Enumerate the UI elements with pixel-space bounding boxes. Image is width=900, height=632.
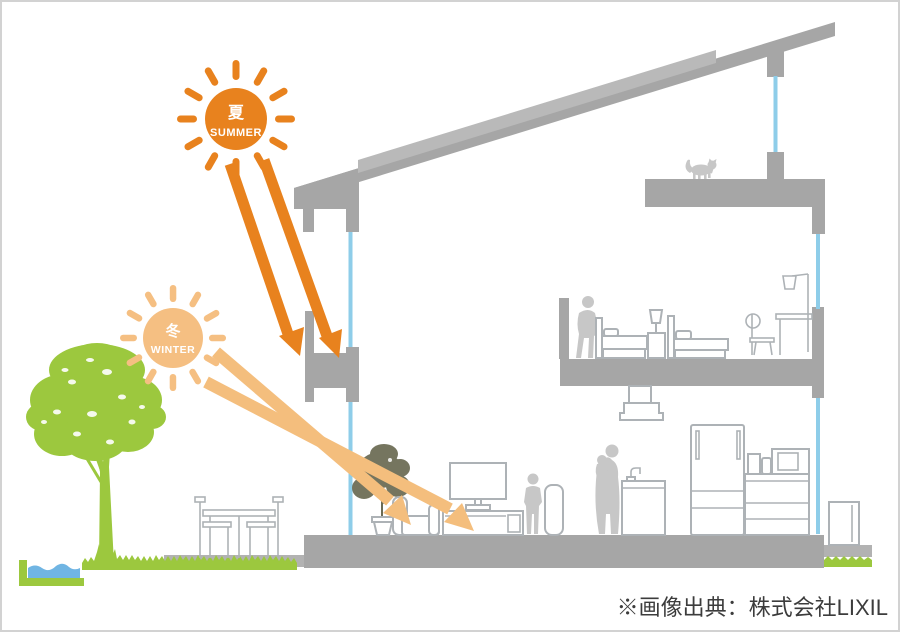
kitchen-island (621, 467, 666, 536)
eave-post-left (303, 207, 314, 232)
floor-lamp (782, 273, 809, 352)
balcony-wall-stub (767, 152, 784, 179)
roof-slab (294, 22, 835, 202)
winter-sun-disc (143, 308, 203, 368)
right-step (824, 545, 872, 557)
hood-duct (628, 385, 652, 404)
tv-screen (449, 462, 507, 500)
living-kitchen-furniture (352, 424, 860, 546)
canister (761, 457, 772, 475)
tree-texture-speckles (41, 358, 145, 445)
range-hood (619, 385, 664, 421)
tree-canopy (26, 343, 166, 461)
person-2f-silhouette (576, 296, 599, 358)
child-silhouette (524, 473, 542, 534)
winter-sun-rays (120, 285, 226, 391)
second-floor-slab (560, 359, 824, 386)
right-wall-1f-stub (812, 386, 824, 398)
tree-trunk (94, 436, 114, 564)
pond-rim (19, 560, 84, 586)
outdoor-table-set (194, 496, 284, 558)
outdoor-unit (828, 501, 860, 546)
second-floor-left-wall (559, 298, 569, 359)
eave-post-right (346, 207, 359, 232)
cat-silhouette (685, 158, 717, 179)
desk-2f (775, 313, 813, 355)
coffee-maker (747, 453, 761, 475)
balcony-right-end (812, 207, 825, 234)
refrigerator (690, 424, 745, 536)
winter-label: WINTER (151, 344, 195, 356)
summer-label: SUMMER (210, 127, 262, 139)
winter-kanji: 冬 (165, 322, 180, 340)
tv-board-box (507, 514, 521, 533)
kitchen-cabinet (744, 448, 810, 536)
tree (26, 343, 166, 564)
right-wall-2f (812, 307, 824, 387)
bed-double (667, 315, 729, 359)
house-structure (294, 22, 872, 568)
summer-kanji: 夏 (227, 104, 245, 122)
faucet (630, 467, 641, 481)
tv-base (465, 504, 491, 511)
winter-sun-arrows (203, 347, 474, 531)
summer-sun-arrows (224, 158, 342, 358)
armchair (544, 484, 564, 536)
mid-eave-shade (305, 311, 359, 402)
grass-strip (82, 540, 297, 570)
roof-hang-wall (767, 51, 784, 77)
summer-sun-disc (205, 88, 267, 150)
bed-single (595, 317, 648, 359)
balcony-slab (645, 179, 825, 207)
right-grass (824, 556, 872, 567)
grass (82, 540, 297, 570)
pond (19, 560, 84, 586)
solar-panel (358, 50, 716, 173)
roof-eave-block (294, 168, 359, 209)
nightstand-lamp (647, 309, 666, 359)
bedroom-furniture (576, 273, 813, 359)
first-floor-slab (304, 535, 824, 568)
pond-water (28, 563, 80, 578)
chair-with-clothes (745, 313, 775, 356)
winter-sun: 冬 WINTER (120, 285, 226, 391)
mother-child-silhouette (595, 444, 620, 534)
image-source-caption: ※画像出典：株式会社LIXIL (617, 595, 888, 620)
summer-sun: 夏 SUMMER (177, 60, 295, 178)
